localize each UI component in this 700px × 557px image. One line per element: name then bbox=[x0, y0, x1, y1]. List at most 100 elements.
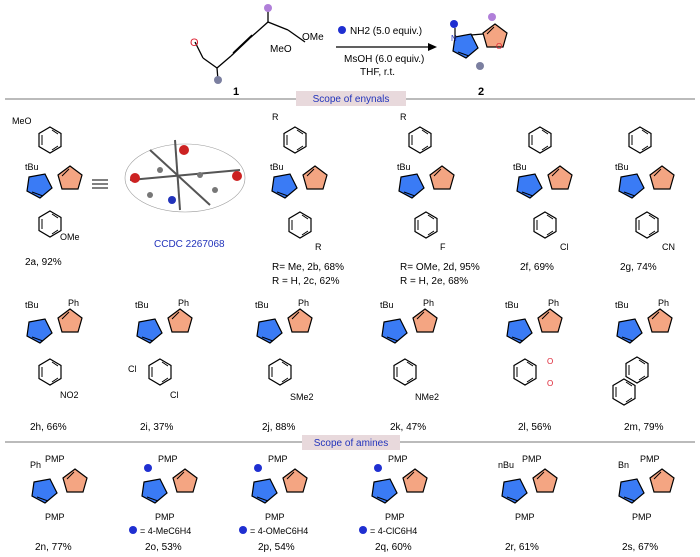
reactant-label: 1 bbox=[233, 86, 239, 98]
yield-2k: 2k, 47% bbox=[390, 422, 426, 433]
compound-2h: tBu Ph NO2 bbox=[25, 298, 83, 400]
ccdc-number: CCDC 2267068 bbox=[154, 239, 225, 250]
svg-text:tBu: tBu bbox=[380, 300, 394, 310]
conditions-acid: MsOH (6.0 equiv.) bbox=[344, 54, 424, 65]
svg-text:tBu: tBu bbox=[25, 162, 39, 172]
section-amines-bg bbox=[302, 435, 400, 450]
compound-2k: tBu Ph NMe2 bbox=[380, 298, 439, 402]
svg-text:Ph: Ph bbox=[298, 298, 309, 308]
svg-text:Cl: Cl bbox=[560, 242, 569, 252]
svg-text:CN: CN bbox=[662, 242, 675, 252]
product-label: 2 bbox=[478, 86, 484, 98]
svg-text:PMP: PMP bbox=[515, 512, 535, 522]
svg-text:PMP: PMP bbox=[155, 512, 175, 522]
compound-2m: tBu Ph bbox=[612, 298, 673, 406]
compound-2o: PMP PMP bbox=[129, 454, 198, 534]
amine-dot-icon bbox=[338, 26, 346, 34]
amine-2p: = 4-OMeC6H4 bbox=[250, 526, 308, 536]
substituent-meo: MeO bbox=[270, 44, 292, 55]
reactant-enynal: O MeO OMe bbox=[190, 4, 324, 84]
compound-2de: R tBu F bbox=[397, 112, 455, 252]
svg-text:PMP: PMP bbox=[268, 454, 288, 464]
substituent-ome: OMe bbox=[302, 32, 324, 43]
svg-text:O: O bbox=[496, 42, 502, 51]
compound-2q: PMP PMP bbox=[359, 454, 428, 534]
section-enynals: Scope of enynals bbox=[313, 94, 390, 105]
yield-2q: 2q, 60% bbox=[375, 542, 412, 553]
yield-2j: 2j, 88% bbox=[262, 422, 295, 433]
section-amines: Scope of amines bbox=[314, 438, 389, 449]
svg-text:O: O bbox=[547, 357, 553, 366]
yield-2l: 2l, 56% bbox=[518, 422, 551, 433]
svg-text:nBu: nBu bbox=[498, 460, 514, 470]
svg-text:Bn: Bn bbox=[618, 460, 629, 470]
svg-text:tBu: tBu bbox=[270, 162, 284, 172]
compound-2a: MeO tBu OMe bbox=[12, 116, 83, 242]
svg-text:Ph: Ph bbox=[423, 298, 434, 308]
svg-text:tBu: tBu bbox=[135, 300, 149, 310]
yield-2f: 2f, 69% bbox=[520, 262, 554, 273]
svg-text:F: F bbox=[440, 242, 446, 252]
section-enynals-bg bbox=[296, 91, 406, 106]
reaction-arrow bbox=[336, 43, 437, 51]
svg-text:R: R bbox=[400, 112, 407, 122]
svg-text:O: O bbox=[547, 379, 553, 388]
yield-2b: R= Me, 2b, 68% bbox=[272, 262, 344, 273]
yield-2h: 2h, 66% bbox=[30, 422, 67, 433]
svg-text:tBu: tBu bbox=[615, 300, 629, 310]
compound-2f: tBu Cl bbox=[513, 126, 573, 252]
svg-text:N: N bbox=[451, 34, 457, 43]
svg-text:PMP: PMP bbox=[640, 454, 660, 464]
compound-2n: Ph PMP PMP bbox=[30, 454, 88, 522]
svg-text:Ph: Ph bbox=[68, 298, 79, 308]
svg-text:SMe2: SMe2 bbox=[290, 392, 314, 402]
yield-2i: 2i, 37% bbox=[140, 422, 173, 433]
svg-text:tBu: tBu bbox=[513, 162, 527, 172]
svg-text:tBu: tBu bbox=[505, 300, 519, 310]
yield-2p: 2p, 54% bbox=[258, 542, 295, 553]
crystal-structure bbox=[124, 139, 246, 213]
svg-text:PMP: PMP bbox=[632, 512, 652, 522]
svg-text:tBu: tBu bbox=[25, 300, 39, 310]
compound-2p: PMP PMP bbox=[239, 454, 308, 534]
svg-text:tBu: tBu bbox=[615, 162, 629, 172]
svg-text:PMP: PMP bbox=[45, 512, 65, 522]
svg-text:NMe2: NMe2 bbox=[415, 392, 439, 402]
yield-2g: 2g, 74% bbox=[620, 262, 657, 273]
svg-text:tBu: tBu bbox=[255, 300, 269, 310]
amine-2o: = 4-MeC6H4 bbox=[140, 526, 191, 536]
yield-2o: 2o, 53% bbox=[145, 542, 182, 553]
amine-2q: = 4-ClC6H4 bbox=[370, 526, 417, 536]
svg-text:NO2: NO2 bbox=[60, 390, 79, 400]
svg-text:PMP: PMP bbox=[158, 454, 178, 464]
svg-text:Ph: Ph bbox=[658, 298, 669, 308]
yield-2n: 2n, 77% bbox=[35, 542, 72, 553]
svg-text:Ph: Ph bbox=[30, 460, 41, 470]
compound-2bc: R tBu R bbox=[270, 112, 328, 252]
svg-text:Cl: Cl bbox=[170, 390, 179, 400]
compound-2g: tBu CN bbox=[615, 126, 675, 252]
yield-2a: 2a, 92% bbox=[25, 257, 62, 268]
equivalence-sign bbox=[92, 179, 108, 189]
compound-2j: tBu Ph SMe2 bbox=[255, 298, 314, 402]
compound-2l: tBu Ph O O bbox=[505, 298, 563, 388]
svg-text:Ph: Ph bbox=[178, 298, 189, 308]
svg-text:MeO: MeO bbox=[12, 116, 32, 126]
conditions-amine: NH2 (5.0 equiv.) bbox=[350, 26, 422, 37]
svg-text:PMP: PMP bbox=[385, 512, 405, 522]
conditions-solvent: THF, r.t. bbox=[360, 67, 395, 78]
svg-text:O: O bbox=[190, 37, 199, 49]
svg-text:R: R bbox=[272, 112, 279, 122]
svg-text:R: R bbox=[315, 242, 322, 252]
product-pyrrole-furan: N O bbox=[450, 13, 508, 70]
svg-text:Cl: Cl bbox=[128, 364, 137, 374]
svg-text:PMP: PMP bbox=[45, 454, 65, 464]
svg-text:OMe: OMe bbox=[60, 232, 80, 242]
yield-2d: R= OMe, 2d, 95% bbox=[400, 262, 480, 273]
yield-2c: R = H, 2c, 62% bbox=[272, 276, 340, 287]
yield-2m: 2m, 79% bbox=[624, 422, 664, 433]
svg-text:PMP: PMP bbox=[265, 512, 285, 522]
svg-text:PMP: PMP bbox=[522, 454, 542, 464]
svg-text:PMP: PMP bbox=[388, 454, 408, 464]
